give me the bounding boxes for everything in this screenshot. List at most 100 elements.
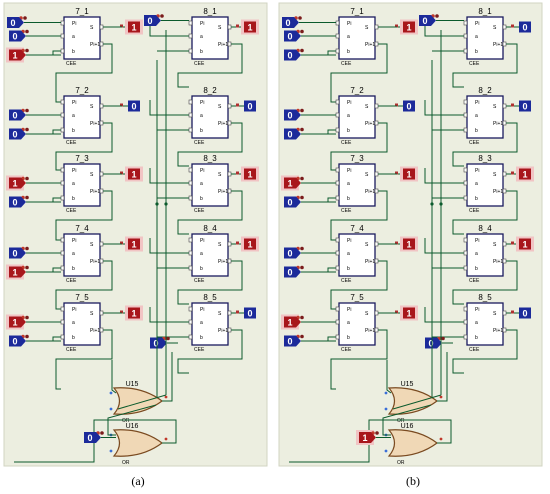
pin-label: S <box>493 242 497 248</box>
wire <box>330 190 388 241</box>
pin-label: a <box>475 251 478 257</box>
arrow-tip <box>21 316 26 328</box>
block-box <box>338 302 376 346</box>
pin-stub <box>335 334 340 340</box>
pin-stub <box>463 99 468 105</box>
probe-dot <box>300 334 304 339</box>
pin-label: S <box>365 172 369 178</box>
pin-stub <box>502 188 507 194</box>
logic-value: 1 <box>287 318 292 328</box>
pin-stub <box>374 310 379 316</box>
wire <box>330 43 388 103</box>
pin-label: b <box>200 335 203 341</box>
pin-label: Pi <box>200 21 204 27</box>
wire <box>327 267 336 272</box>
pin-marker <box>511 24 514 28</box>
probe-dot <box>300 29 304 34</box>
pin-label: b <box>475 196 478 202</box>
pin-label: Pi <box>475 238 479 244</box>
logic-value: 1 <box>406 309 411 319</box>
gate-type: OR <box>122 418 130 424</box>
pin-stub <box>60 33 65 39</box>
pin-stub <box>463 334 468 340</box>
pin-label: Pi+1 <box>493 328 503 334</box>
pin-marker <box>120 310 123 314</box>
pin-label: a <box>475 34 478 40</box>
probe-dot <box>300 315 304 320</box>
gate-label: U15 <box>401 381 414 388</box>
block-footer: CEE <box>469 278 480 284</box>
pin-label: b <box>347 128 350 134</box>
logic-badge <box>244 307 256 319</box>
probe-dot <box>25 195 29 200</box>
block-label: 7_5 <box>350 293 364 302</box>
logic-badge <box>244 168 256 180</box>
pin-label: Pi <box>200 238 204 244</box>
wire <box>382 404 432 436</box>
pin-stub <box>99 327 104 333</box>
pin-label: a <box>72 181 75 187</box>
pin-stub <box>463 319 468 325</box>
pin-stub <box>463 306 468 312</box>
pin-stub <box>99 258 104 264</box>
pin-marker <box>511 310 514 314</box>
pin-stub <box>188 237 193 243</box>
pin-stub <box>60 306 65 312</box>
pin-stub <box>374 103 379 109</box>
pin-stub <box>99 241 104 247</box>
wire <box>424 307 464 323</box>
logic-badge <box>9 196 21 208</box>
probe-dot <box>375 431 379 435</box>
pin-label: a <box>347 34 350 40</box>
block-label: 7_5 <box>75 293 89 302</box>
wire <box>177 329 243 374</box>
pin-stub <box>227 171 232 177</box>
logic-value: 0 <box>247 309 252 319</box>
block-box <box>466 95 504 139</box>
gate-pin-dot <box>109 449 113 453</box>
pin-label: S <box>365 242 369 248</box>
wire <box>149 307 189 323</box>
logic-badge <box>9 335 21 347</box>
probe-dot <box>25 334 29 339</box>
pin-marker <box>395 24 398 28</box>
pin-stub <box>60 167 65 173</box>
pin-stub <box>502 120 507 126</box>
wire <box>117 394 167 410</box>
pin-stub <box>502 241 507 247</box>
wire <box>149 100 189 116</box>
logic-value: 0 <box>287 337 292 347</box>
pin-label: a <box>200 320 203 326</box>
pin-label: S <box>218 172 222 178</box>
logic-value: 1 <box>247 23 252 33</box>
pin-stub <box>227 327 232 333</box>
logic-badge <box>284 109 296 121</box>
pin-stub <box>374 241 379 247</box>
pin-label: a <box>200 113 203 119</box>
pin-label: a <box>475 113 478 119</box>
arrow-tip <box>21 109 26 121</box>
pin-label: a <box>347 113 350 119</box>
pin-marker <box>120 24 123 28</box>
probe-dot <box>300 246 304 251</box>
pin-label: Pi <box>347 21 351 27</box>
pin-stub <box>463 237 468 243</box>
pin-label: Pi+1 <box>365 259 375 265</box>
wire <box>330 122 388 171</box>
pin-label: S <box>90 311 94 317</box>
pin-label: S <box>90 25 94 31</box>
pin-stub <box>502 258 507 264</box>
pin-label: a <box>200 181 203 187</box>
gate-type: OR <box>122 460 130 466</box>
block-box <box>63 16 101 60</box>
pin-label: b <box>347 49 350 55</box>
pin-stub <box>60 237 65 243</box>
logic-value: 0 <box>247 102 252 112</box>
gate-label: U15 <box>126 381 139 388</box>
pin-label: Pi+1 <box>365 328 375 334</box>
pin-label: Pi+1 <box>365 42 375 48</box>
logic-value: 0 <box>87 433 92 443</box>
block-label: 8_2 <box>478 86 492 95</box>
logic-badge <box>9 109 21 121</box>
logic-badge <box>244 100 256 112</box>
